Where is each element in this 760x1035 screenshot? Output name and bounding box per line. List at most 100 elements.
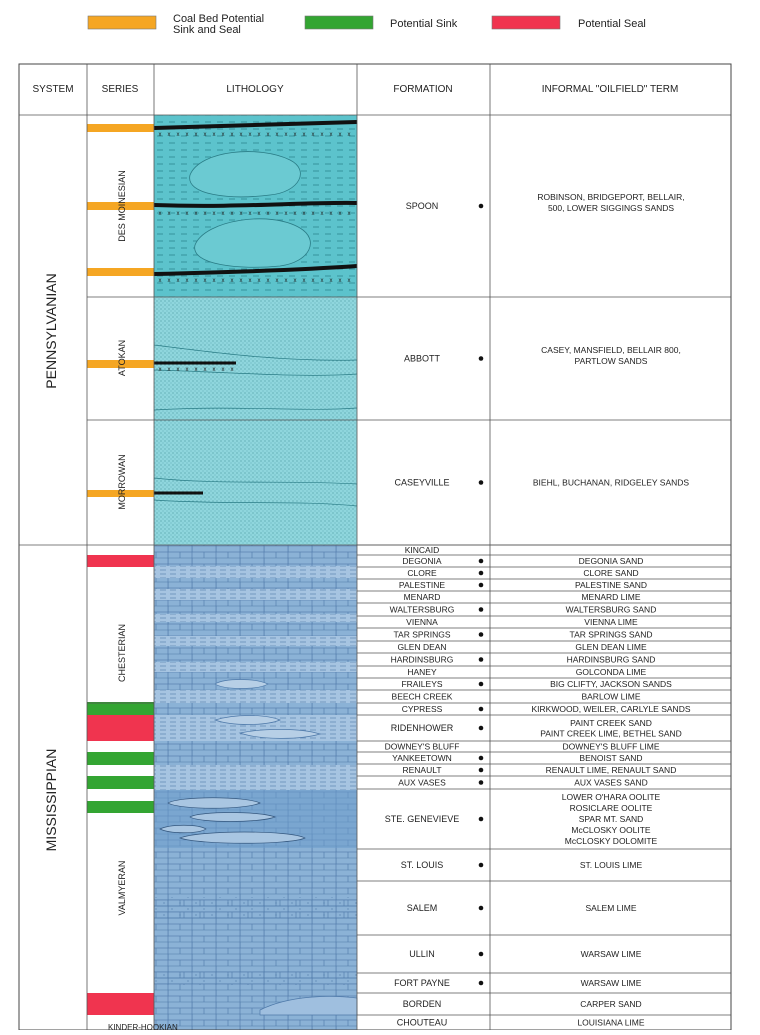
formation-dot <box>478 951 484 957</box>
legend-swatch-2 <box>491 15 561 30</box>
underclay-x: x <box>159 132 162 138</box>
underclay-x: x <box>348 278 351 284</box>
coal-bed-marker <box>87 202 154 210</box>
informal-term: HARDINSBURG SAND <box>567 655 656 665</box>
coal-bed-marker <box>87 360 154 368</box>
underclay-x: x <box>204 132 207 138</box>
coal-seam <box>153 120 358 130</box>
underclay-x: x <box>177 211 180 217</box>
informal-term: McCLOSKY DOLOMITE <box>565 836 658 846</box>
shale-pattern <box>154 662 357 672</box>
underclay-x: x <box>276 278 279 284</box>
underclay-x: x <box>159 367 162 373</box>
informal-term: PARTLOW SANDS <box>575 356 648 366</box>
formation-name: CHOUTEAU <box>397 1018 448 1028</box>
underclay-x: x <box>339 132 342 138</box>
informal-term: KIRKWOOD, WEILER, CARLYLE SANDS <box>531 704 690 714</box>
underclay-x: x <box>177 367 180 373</box>
underclay-x: x <box>285 211 288 217</box>
underclay-x: x <box>213 211 216 217</box>
formation-name: PALESTINE <box>399 580 445 590</box>
potential-markers <box>87 124 154 1015</box>
underclay-x: x <box>258 132 261 138</box>
shale-pattern <box>154 566 357 578</box>
underclay-x: x <box>294 278 297 284</box>
underclay-x: x <box>330 211 333 217</box>
informal-term: CASEY, MANSFIELD, BELLAIR 800, <box>541 345 681 355</box>
informal-term: LOWER O'HARA OOLITE <box>562 792 661 802</box>
formation-name: DOWNEY'S BLUFF <box>385 742 460 752</box>
system-pennsylvanian: PENNSYLVANIAN <box>43 273 59 388</box>
informal-term: BIG CLIFTY, JACKSON SANDS <box>550 679 672 689</box>
underclay-x: x <box>195 132 198 138</box>
underclay-x: x <box>213 367 216 373</box>
shale-pattern <box>154 614 357 622</box>
underclay-x: x <box>213 132 216 138</box>
legend-label-0: Sink and Seal <box>173 24 241 36</box>
underclay-x: x <box>240 132 243 138</box>
series-label: ATOKAN <box>117 340 127 376</box>
formation-name: RIDENHOWER <box>391 723 454 733</box>
underclay-x: x <box>213 278 216 284</box>
coal-seam <box>153 200 358 208</box>
underclay-x: x <box>195 211 198 217</box>
formation-name: MENARD <box>404 592 441 602</box>
sandstone-pattern <box>154 297 357 545</box>
underclay-x: x <box>249 278 252 284</box>
formation-name: ABBOTT <box>404 354 441 364</box>
seal-marker <box>87 555 154 567</box>
underclay-x: x <box>267 132 270 138</box>
shale-pattern <box>154 765 357 790</box>
underclay-x: x <box>348 132 351 138</box>
sink-marker <box>87 752 154 765</box>
formation-name: ST. LOUIS <box>401 860 444 870</box>
coal-seam <box>153 264 358 276</box>
formation-name: CYPRESS <box>402 704 443 714</box>
formation-name: HARDINSBURG <box>391 655 454 665</box>
underclay-x: x <box>303 278 306 284</box>
underclay-x: x <box>330 278 333 284</box>
legend-label-0: Coal Bed Potential <box>173 13 264 25</box>
underclay-x: x <box>258 278 261 284</box>
formation-name: FRAILEYS <box>401 679 442 689</box>
shale-pattern <box>154 589 357 600</box>
sink-marker <box>87 776 154 789</box>
underclay-x: x <box>321 278 324 284</box>
informal-term: LOUISIANA LIME <box>577 1018 644 1028</box>
informal-term: ROSICLARE OOLITE <box>570 803 653 813</box>
formation-dot <box>478 558 484 564</box>
underclay-x: x <box>222 278 225 284</box>
underclay-x: x <box>168 367 171 373</box>
underclay-x: x <box>231 132 234 138</box>
header-lithology: LITHOLOGY <box>226 84 284 95</box>
underclay-x: x <box>186 132 189 138</box>
underclay-x: x <box>195 367 198 373</box>
underclay-x: x <box>303 211 306 217</box>
informal-term: TAR SPRINGS SAND <box>570 630 653 640</box>
formation-dot <box>478 780 484 785</box>
informal-term: MENARD LIME <box>581 592 640 602</box>
formation-name: GLEN DEAN <box>397 642 446 652</box>
underclay-x: x <box>321 211 324 217</box>
informal-term: CLORE SAND <box>583 568 638 578</box>
oolite-lens <box>178 831 306 844</box>
legend-swatch-0 <box>87 15 157 30</box>
underclay-x: x <box>159 211 162 217</box>
seal-marker <box>87 715 154 741</box>
informal-term: SPAR MT. SAND <box>579 814 644 824</box>
sink-marker <box>87 702 154 715</box>
underclay-x: x <box>267 278 270 284</box>
underclay-x: x <box>204 367 207 373</box>
shale-pattern <box>154 690 357 703</box>
underclay-x: x <box>312 132 315 138</box>
underclay-x: x <box>168 278 171 284</box>
informal-term: BIEHL, BUCHANAN, RIDGELEY SANDS <box>533 478 690 488</box>
formation-name: HANEY <box>407 667 437 677</box>
dolomite-pattern <box>154 897 357 920</box>
formation-dot <box>478 570 484 576</box>
informal-term: BENOIST SAND <box>579 753 642 763</box>
series-label: KINDER-HOOKIAN <box>108 1023 178 1030</box>
